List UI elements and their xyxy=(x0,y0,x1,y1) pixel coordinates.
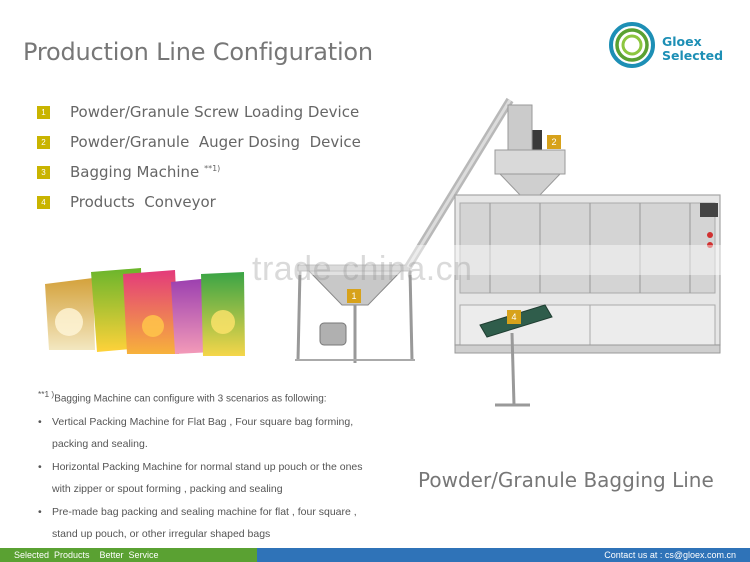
footnote-marker: **1 ) xyxy=(38,389,55,399)
item-number-badge: 2 xyxy=(37,135,50,149)
bagging-line-machine-image: 1 2 4 xyxy=(290,95,730,425)
note-continuation: packing and sealing. xyxy=(52,438,148,451)
product-bags-image xyxy=(45,268,245,356)
configuration-list: 1 Powder/Granule Screw Loading Device 2 … xyxy=(37,97,361,217)
note-bullet: Horizontal Packing Machine for normal st… xyxy=(38,456,398,479)
list-item-label: Bagging Machine xyxy=(70,163,205,181)
note-continuation: with zipper or spout forming , packing a… xyxy=(52,483,283,496)
logo-line-1: Gloex xyxy=(662,34,702,49)
machine-label-2: 2 xyxy=(547,135,561,149)
footer-slogan: Selected Products Better Service xyxy=(0,548,257,562)
logo: Gloex Selected xyxy=(607,20,737,70)
note-text: Horizontal Packing Machine for normal st… xyxy=(52,460,363,473)
note-text: Pre-made bag packing and sealing machine… xyxy=(52,505,357,518)
logo-text: Gloex Selected xyxy=(662,35,723,63)
note-bullet: Vertical Packing Machine for Flat Bag , … xyxy=(38,411,398,434)
note-bullet: Pre-made bag packing and sealing machine… xyxy=(38,501,398,524)
section-subtitle: Powder/Granule Bagging Line xyxy=(418,468,714,492)
list-item: 4 Products Conveyor xyxy=(37,187,361,217)
item-number-badge: 1 xyxy=(37,105,50,119)
footer-bar: Selected Products Better Service Contact… xyxy=(0,548,750,562)
footnote-marker: **1) xyxy=(204,164,221,173)
notes-heading-text: Bagging Machine can configure with 3 sce… xyxy=(54,393,327,405)
item-number-badge: 3 xyxy=(37,165,50,179)
list-item-label-wrap: Bagging Machine **1) xyxy=(70,163,220,181)
machine-drawing xyxy=(290,97,730,407)
watermark: trade china.cn xyxy=(252,250,473,288)
item-number-badge: 4 xyxy=(37,195,50,209)
list-item: 3 Bagging Machine **1) xyxy=(37,157,361,187)
list-item-label: Powder/Granule Auger Dosing Device xyxy=(70,133,361,151)
list-item-label: Products Conveyor xyxy=(70,193,216,211)
bag-shape xyxy=(123,270,179,354)
logo-line-2: Selected xyxy=(662,48,724,63)
page-title: Production Line Configuration xyxy=(23,38,373,66)
list-item: 2 Powder/Granule Auger Dosing Device xyxy=(37,127,361,157)
machine-label-4: 4 xyxy=(507,310,521,324)
list-item-label: Powder/Granule Screw Loading Device xyxy=(70,103,360,121)
note-continuation: stand up pouch, or other irregular shape… xyxy=(52,528,271,541)
bagging-notes: **1 )Bagging Machine can configure with … xyxy=(38,383,398,546)
notes-heading: **1 )Bagging Machine can configure with … xyxy=(38,383,398,411)
list-item: 1 Powder/Granule Screw Loading Device xyxy=(37,97,361,127)
footer-contact: Contact us at : cs@gloex.com.cn xyxy=(257,548,750,562)
machine-label-1: 1 xyxy=(347,289,361,303)
logo-ring-icon xyxy=(609,22,655,68)
note-text: Vertical Packing Machine for Flat Bag , … xyxy=(52,415,354,428)
